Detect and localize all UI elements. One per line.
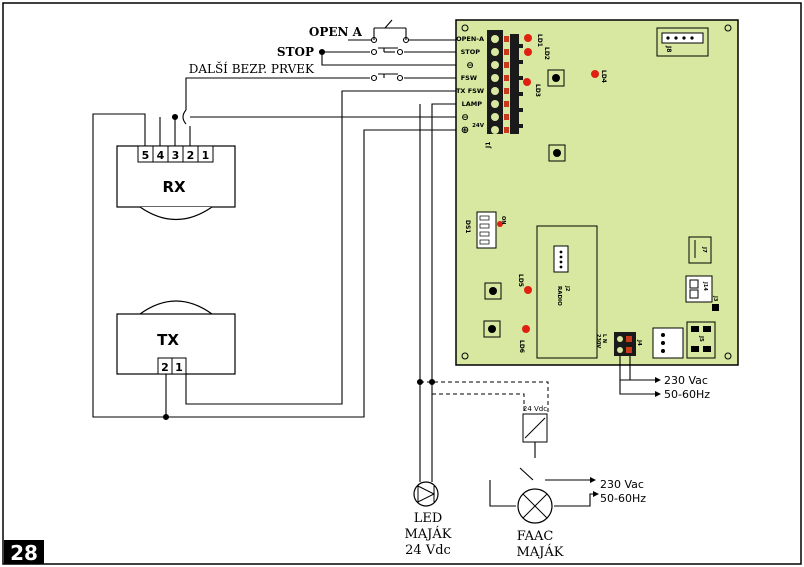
j7-connector: J7 (688, 236, 712, 264)
mains-top-2: 50-60Hz (664, 388, 710, 401)
ld2-led (524, 48, 532, 56)
led-label-2: MAJÁK (404, 526, 451, 542)
tx-terminal-1: 1 (175, 361, 183, 374)
terminal-label-stop: STOP (461, 48, 481, 56)
rx-terminal-3: 3 (172, 149, 180, 162)
faac-label-2: MAJÁK (516, 544, 563, 560)
j14-connector: J14 J3 (685, 275, 719, 311)
wire-faac-beacon (489, 442, 595, 507)
j6-connector (652, 327, 684, 359)
stop-label: STOP (277, 45, 314, 59)
j1-label: J1 (485, 142, 492, 149)
ld1-led (524, 34, 532, 42)
radio-j2-label: J2 (564, 285, 570, 292)
ds1-label: DS1 (464, 220, 471, 233)
led-beacon (413, 481, 439, 507)
terminal-label-minus-2: ⊖ (461, 113, 469, 123)
rx-terminal-2: 2 (187, 149, 195, 162)
ds1-dip-switch: DS1 ON (464, 211, 506, 249)
board-leds (497, 34, 599, 333)
relay-control-dashed (420, 381, 549, 414)
j4-mains-terminal: L N 230V J4 (595, 332, 642, 356)
rx-device: RX 5 4 3 2 1 (116, 145, 236, 221)
rx-terminal-4: 4 (157, 149, 165, 162)
page-number-badge (4, 540, 44, 564)
ld4-led (591, 70, 599, 78)
j4-label: J4 (636, 339, 642, 346)
rx-terminal-1: 1 (202, 149, 210, 162)
wiring (92, 19, 661, 507)
j5-connector: J5 (686, 321, 716, 359)
terminal-label-plus: ⊕ (461, 125, 469, 136)
tx-device: TX 2 1 (116, 300, 236, 375)
wire-mains-j4 (619, 356, 655, 395)
wire-rx-5 (92, 113, 167, 418)
rx-terminal-5: 5 (142, 149, 150, 162)
j7-label: J7 (701, 246, 707, 253)
ld5-label: LD5 (517, 274, 524, 287)
j8-connector: J8 (656, 27, 709, 57)
tx-terminal-2: 2 (161, 361, 169, 374)
led-label-3: 24 Vdc (405, 543, 451, 558)
j4-230v-label: 230V (595, 334, 601, 348)
terminal-label-fsw: FSW (461, 74, 477, 82)
relay-coil: 24 Vdc (522, 405, 548, 443)
terminal-label-tx-fsw: -TX FSW (454, 87, 484, 95)
led-beacon-caption: LED MAJÁK 24 Vdc (404, 511, 451, 558)
power-labels: 230 Vac 50-60Hz 230 Vac 50-60Hz (600, 374, 710, 505)
ld1-label: LD1 (536, 34, 543, 47)
mains-top-1: 230 Vac (664, 374, 708, 387)
wire-rx-2 (182, 109, 191, 146)
mains-bottom-2: 50-60Hz (600, 492, 646, 505)
ld2-label: LD2 (543, 47, 550, 60)
j3-label: J3 (712, 295, 718, 302)
relay-label: 24 Vdc (523, 405, 547, 413)
tx-label: TX (157, 331, 179, 349)
rx-terminal-numbers: 5 4 3 2 1 (142, 149, 210, 162)
j5-label: J5 (698, 335, 704, 342)
j14-label: J14 (702, 281, 708, 291)
j1-terminal-labels: OPEN-A STOP ⊖ FSW -TX FSW LAMP ⊖ ⊕ 24V J… (454, 35, 492, 149)
rx-terminal-strip (137, 145, 214, 163)
faac-beacon (517, 488, 553, 524)
wire-lamp (431, 103, 456, 382)
ld3-led (523, 78, 531, 86)
ld6-led (522, 325, 530, 333)
radio-label: RADIO (556, 286, 562, 306)
open-a-label: OPEN A (309, 25, 363, 39)
terminal-label-24v: 24V (472, 123, 485, 129)
ld4-label: LD4 (600, 70, 607, 83)
ld3-label: LD3 (534, 84, 541, 97)
rx-label: RX (162, 178, 186, 196)
wire-fsw (185, 77, 456, 110)
terminal-label-minus-1: ⊖ (466, 61, 474, 71)
ds1-on-label: ON (500, 216, 506, 224)
page-number: 28 (10, 541, 38, 565)
ld5-led (524, 286, 532, 294)
terminal-label-open-a: OPEN-A (456, 35, 484, 43)
faac-beacon-caption: FAAC MAJÁK (516, 529, 563, 560)
dalsi-label: DALŠÍ BEZP. PRVEK (189, 60, 315, 76)
led-labels: LD1 LD2 LD3 LD4 LD5 LD6 (517, 34, 607, 353)
wire-open-a (348, 27, 456, 41)
j8-label: J8 (665, 45, 672, 52)
wire-common-minus (321, 52, 456, 66)
terminal-label-lamp: LAMP (462, 100, 483, 108)
j1-terminal-block (487, 30, 523, 134)
led-label-1: LED (414, 511, 443, 526)
input-labels: OPEN A STOP DALŠÍ BEZP. PRVEK (189, 25, 363, 76)
faac-label-1: FAAC (517, 529, 554, 544)
ld6-label: LD6 (518, 340, 525, 353)
radio-module: J2 RADIO (536, 225, 598, 359)
wire-tx-fsw (185, 90, 456, 405)
ds1-led (497, 221, 503, 227)
wire-plus-24v (166, 129, 456, 418)
board-buttons (483, 69, 566, 338)
mains-bottom-1: 230 Vac (600, 478, 644, 491)
j4-ln-label: L N (601, 334, 607, 343)
